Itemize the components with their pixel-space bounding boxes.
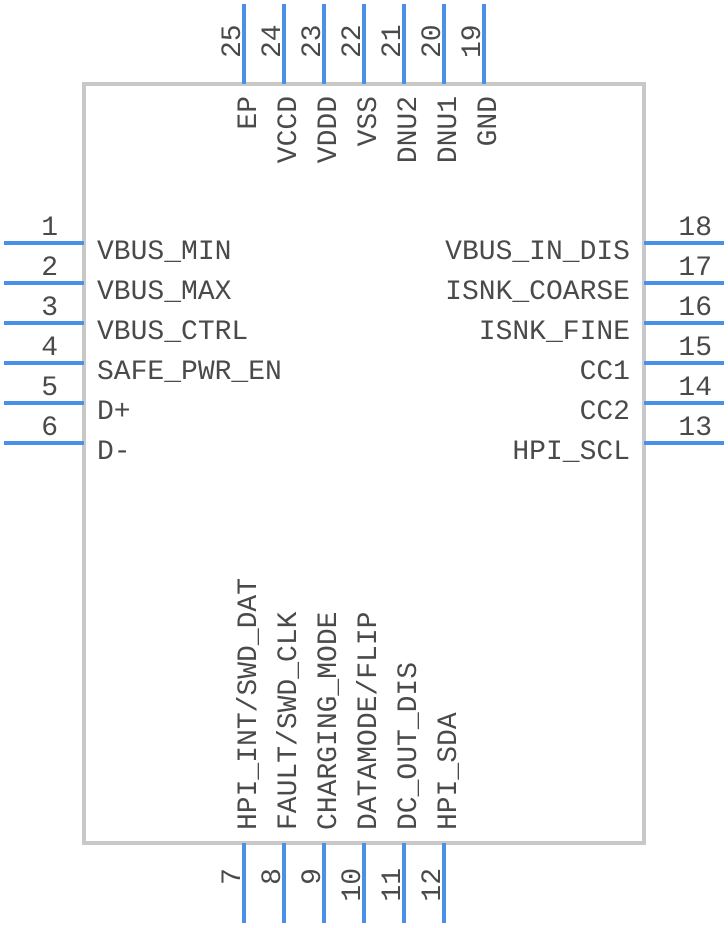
pin-number-7: 7: [218, 868, 249, 885]
pin-label-7: HPI_INT/SWD_DAT: [234, 578, 265, 830]
pin-number-9: 9: [298, 868, 329, 885]
pin-number-21: 21: [378, 24, 409, 58]
pin-label-6: D-: [97, 437, 131, 468]
pin-number-4: 4: [41, 333, 58, 364]
pin-number-11: 11: [378, 868, 409, 902]
pin-label-1: VBUS_MIN: [97, 237, 231, 268]
pin-label-2: VBUS_MAX: [97, 277, 232, 308]
pin-number-5: 5: [41, 373, 58, 404]
pin-label-12: HPI_SDA: [434, 712, 465, 830]
pin-number-13: 13: [678, 413, 712, 444]
pin-number-14: 14: [678, 373, 712, 404]
pin-label-19: GND: [474, 96, 505, 146]
pin-label-25: EP: [234, 96, 265, 130]
pin-label-3: VBUS_CTRL: [97, 317, 248, 348]
pin-label-24: VCCD: [274, 96, 305, 163]
pin-label-13: HPI_SCL: [512, 437, 630, 468]
pin-label-18: VBUS_IN_DIS: [445, 237, 630, 268]
pin-label-5: D+: [97, 397, 131, 428]
pin-label-21: DNU2: [394, 96, 425, 163]
pin-label-22: VSS: [354, 96, 385, 146]
pin-number-24: 24: [258, 24, 289, 58]
pin-number-22: 22: [338, 24, 369, 58]
pin-label-14: CC2: [580, 397, 630, 428]
pin-number-6: 6: [41, 413, 58, 444]
pin-number-8: 8: [258, 868, 289, 885]
pin-label-10: DATAMODE/FLIP: [354, 612, 385, 830]
pin-number-17: 17: [678, 253, 712, 284]
pin-label-15: CC1: [580, 357, 630, 388]
pin-number-12: 12: [418, 868, 449, 902]
pin-label-17: ISNK_COARSE: [445, 277, 630, 308]
pin-number-10: 10: [338, 868, 369, 902]
ic-body: [82, 82, 646, 845]
pin-number-1: 1: [41, 213, 58, 244]
pin-number-19: 19: [458, 24, 489, 58]
pin-label-20: DNU1: [434, 96, 465, 163]
pin-label-23: VDDD: [314, 96, 345, 163]
pin-label-16: ISNK_FINE: [479, 317, 630, 348]
pin-number-16: 16: [678, 293, 712, 324]
pin-number-20: 20: [418, 24, 449, 58]
pin-label-11: DC_OUT_DIS: [394, 662, 425, 830]
pin-number-15: 15: [678, 333, 712, 364]
pin-number-2: 2: [41, 253, 58, 284]
pin-label-4: SAFE_PWR_EN: [97, 357, 282, 388]
pin-number-18: 18: [678, 213, 712, 244]
pin-number-3: 3: [41, 293, 58, 324]
pin-number-23: 23: [298, 24, 329, 58]
pin-label-9: CHARGING_MODE: [314, 612, 345, 830]
pin-label-8: FAULT/SWD_CLK: [274, 611, 305, 830]
pin-number-25: 25: [218, 24, 249, 58]
